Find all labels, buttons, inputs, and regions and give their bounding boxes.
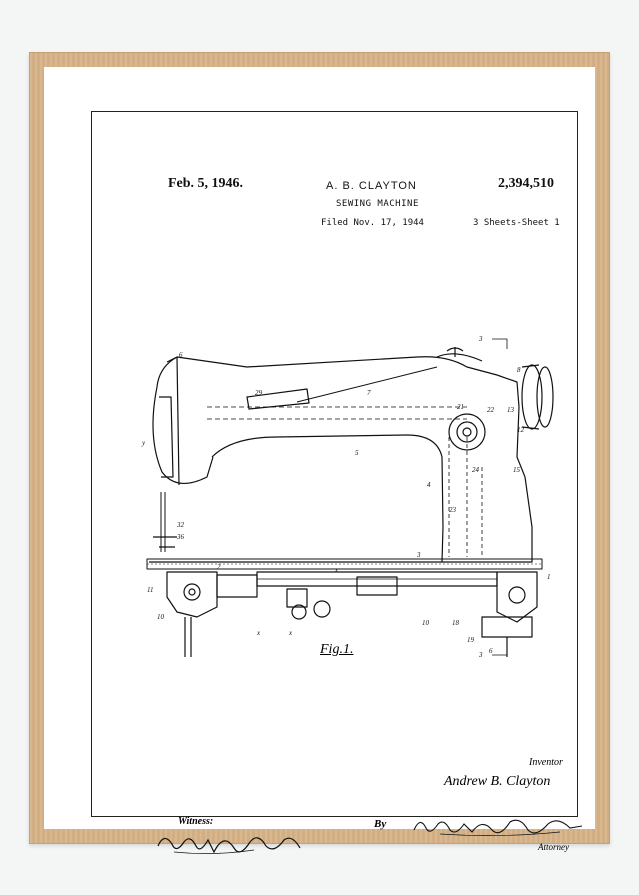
svg-text:2: 2 [217, 563, 221, 571]
svg-text:5: 5 [355, 449, 359, 457]
svg-text:6: 6 [489, 647, 493, 655]
witness-signature [157, 837, 301, 854]
patent-number: 2,394,510 [498, 176, 554, 191]
svg-text:4: 4 [427, 481, 431, 489]
poster-mat: Feb. 5, 1946. A. B. CLAYTON 2,394,510 SE… [44, 67, 595, 854]
svg-text:1: 1 [547, 573, 551, 581]
svg-text:y: y [141, 439, 146, 447]
svg-text:13: 13 [507, 406, 515, 414]
svg-text:3: 3 [416, 551, 421, 559]
sewing-machine-drawing: 6 29 7 5 4 y 8 21 22 13 12 24 15 23 2 3 [141, 335, 554, 659]
svg-text:23: 23 [449, 506, 457, 514]
by-label: By [374, 818, 387, 830]
svg-text:32: 32 [176, 521, 185, 529]
svg-text:10: 10 [157, 613, 165, 621]
attorney-caption: Attorney [538, 842, 569, 852]
inventor-caption: Inventor [529, 757, 563, 768]
svg-text:3: 3 [478, 335, 483, 343]
svg-text:8: 8 [517, 366, 521, 374]
patent-date: Feb. 5, 1946. [168, 176, 244, 191]
patent-sheet: Feb. 5, 1946. A. B. CLAYTON 2,394,510 SE… [91, 111, 583, 854]
sheet-count: 3 Sheets-Sheet 1 [473, 218, 560, 228]
svg-text:12: 12 [517, 426, 525, 434]
svg-text:19: 19 [467, 636, 475, 644]
svg-text:18: 18 [452, 619, 460, 627]
filed-date: Filed Nov. 17, 1944 [321, 218, 424, 228]
svg-text:x: x [288, 629, 293, 637]
poster-frame: Feb. 5, 1946. A. B. CLAYTON 2,394,510 SE… [29, 52, 610, 854]
svg-text:36: 36 [176, 533, 185, 541]
svg-text:24: 24 [472, 466, 480, 474]
inventor-signature: Andrew B. Clayton [444, 774, 551, 789]
svg-text:x: x [256, 629, 261, 637]
patent-title: SEWING MACHINE [336, 199, 419, 209]
svg-text:29: 29 [255, 389, 263, 397]
attorney-signature [413, 819, 583, 836]
figure-label: Fig.1. [320, 642, 354, 657]
inventor-name-header: A. B. CLAYTON [326, 180, 417, 192]
svg-text:3: 3 [478, 651, 483, 659]
svg-text:22: 22 [487, 406, 495, 414]
svg-text:15: 15 [513, 466, 521, 474]
witness-label: Witness: [178, 816, 214, 827]
svg-text:x: x [334, 566, 339, 574]
svg-text:11: 11 [147, 586, 153, 594]
svg-text:10: 10 [422, 619, 430, 627]
svg-text:6: 6 [179, 351, 183, 359]
svg-text:7: 7 [367, 389, 371, 397]
svg-text:21: 21 [457, 403, 464, 411]
